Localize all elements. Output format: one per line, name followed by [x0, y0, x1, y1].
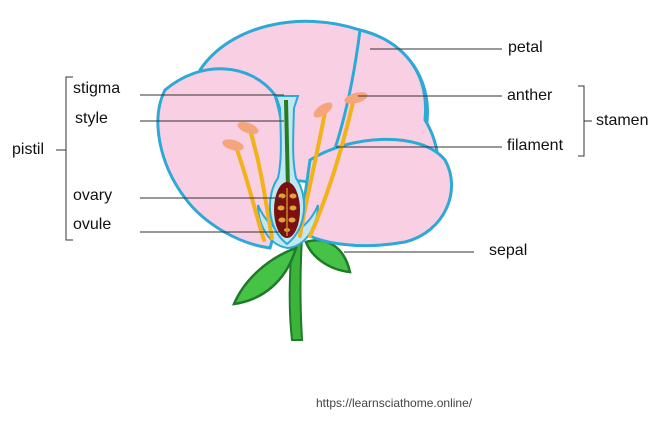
filament-right-outer: [308, 100, 355, 238]
anther-left-inner: [237, 121, 259, 135]
stem: [288, 237, 304, 341]
label-pistil: pistil: [12, 141, 45, 158]
label-ovule: ovule: [73, 216, 112, 233]
filament-left-inner: [248, 128, 274, 240]
anther-left-outer: [222, 139, 244, 151]
label-style: style: [75, 110, 108, 127]
label-filament: filament: [507, 137, 564, 154]
label-stigma: stigma: [73, 80, 121, 97]
source-url: https://learnsciathome.online/: [316, 396, 473, 410]
style-stalk: [284, 99, 290, 191]
petal-lower-right: [298, 137, 454, 248]
pistil-bracket: [56, 76, 73, 241]
label-anther: anther: [507, 87, 553, 104]
label-stamen: stamen: [596, 112, 649, 129]
label-petal: petal: [508, 39, 543, 56]
label-sepal: sepal: [489, 242, 528, 259]
stamen-bracket: [578, 85, 592, 157]
anther-right-outer: [344, 92, 368, 104]
left-leaf: [231, 245, 298, 306]
anther-right-inner: [313, 102, 333, 118]
label-ovary: ovary: [73, 187, 113, 204]
